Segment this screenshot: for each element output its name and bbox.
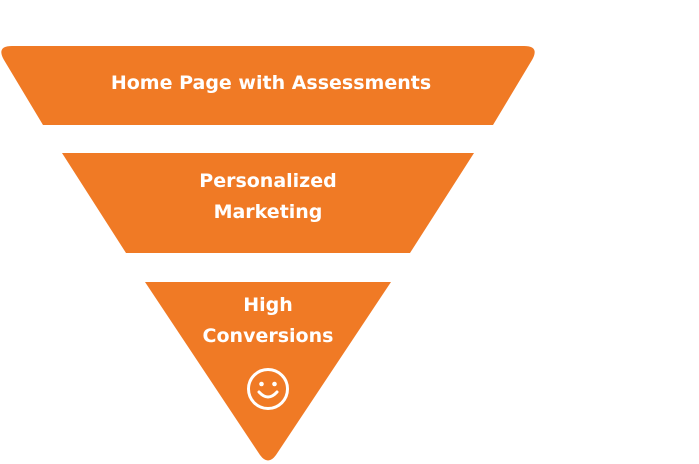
funnel-stage-1-label: Home Page with Assessments <box>0 68 542 99</box>
funnel-stage-3-shape <box>145 282 391 461</box>
funnel-stage-2-shape <box>62 153 474 253</box>
stage-1-line-1: Home Page with Assessments <box>110 72 432 94</box>
funnel-stage-1-shape <box>1 46 535 125</box>
stage-2-line-1: Personalized <box>199 170 337 192</box>
stage-3-line-1: High <box>243 294 293 316</box>
funnel-stage-2-label: Personalized Marketing <box>62 166 474 228</box>
stage-2-line-2: Marketing <box>213 201 323 223</box>
funnel-stage-3-label: High Conversions <box>145 290 391 352</box>
stage-3-line-2: Conversions <box>202 325 334 347</box>
smiley-face-icon <box>247 368 289 410</box>
